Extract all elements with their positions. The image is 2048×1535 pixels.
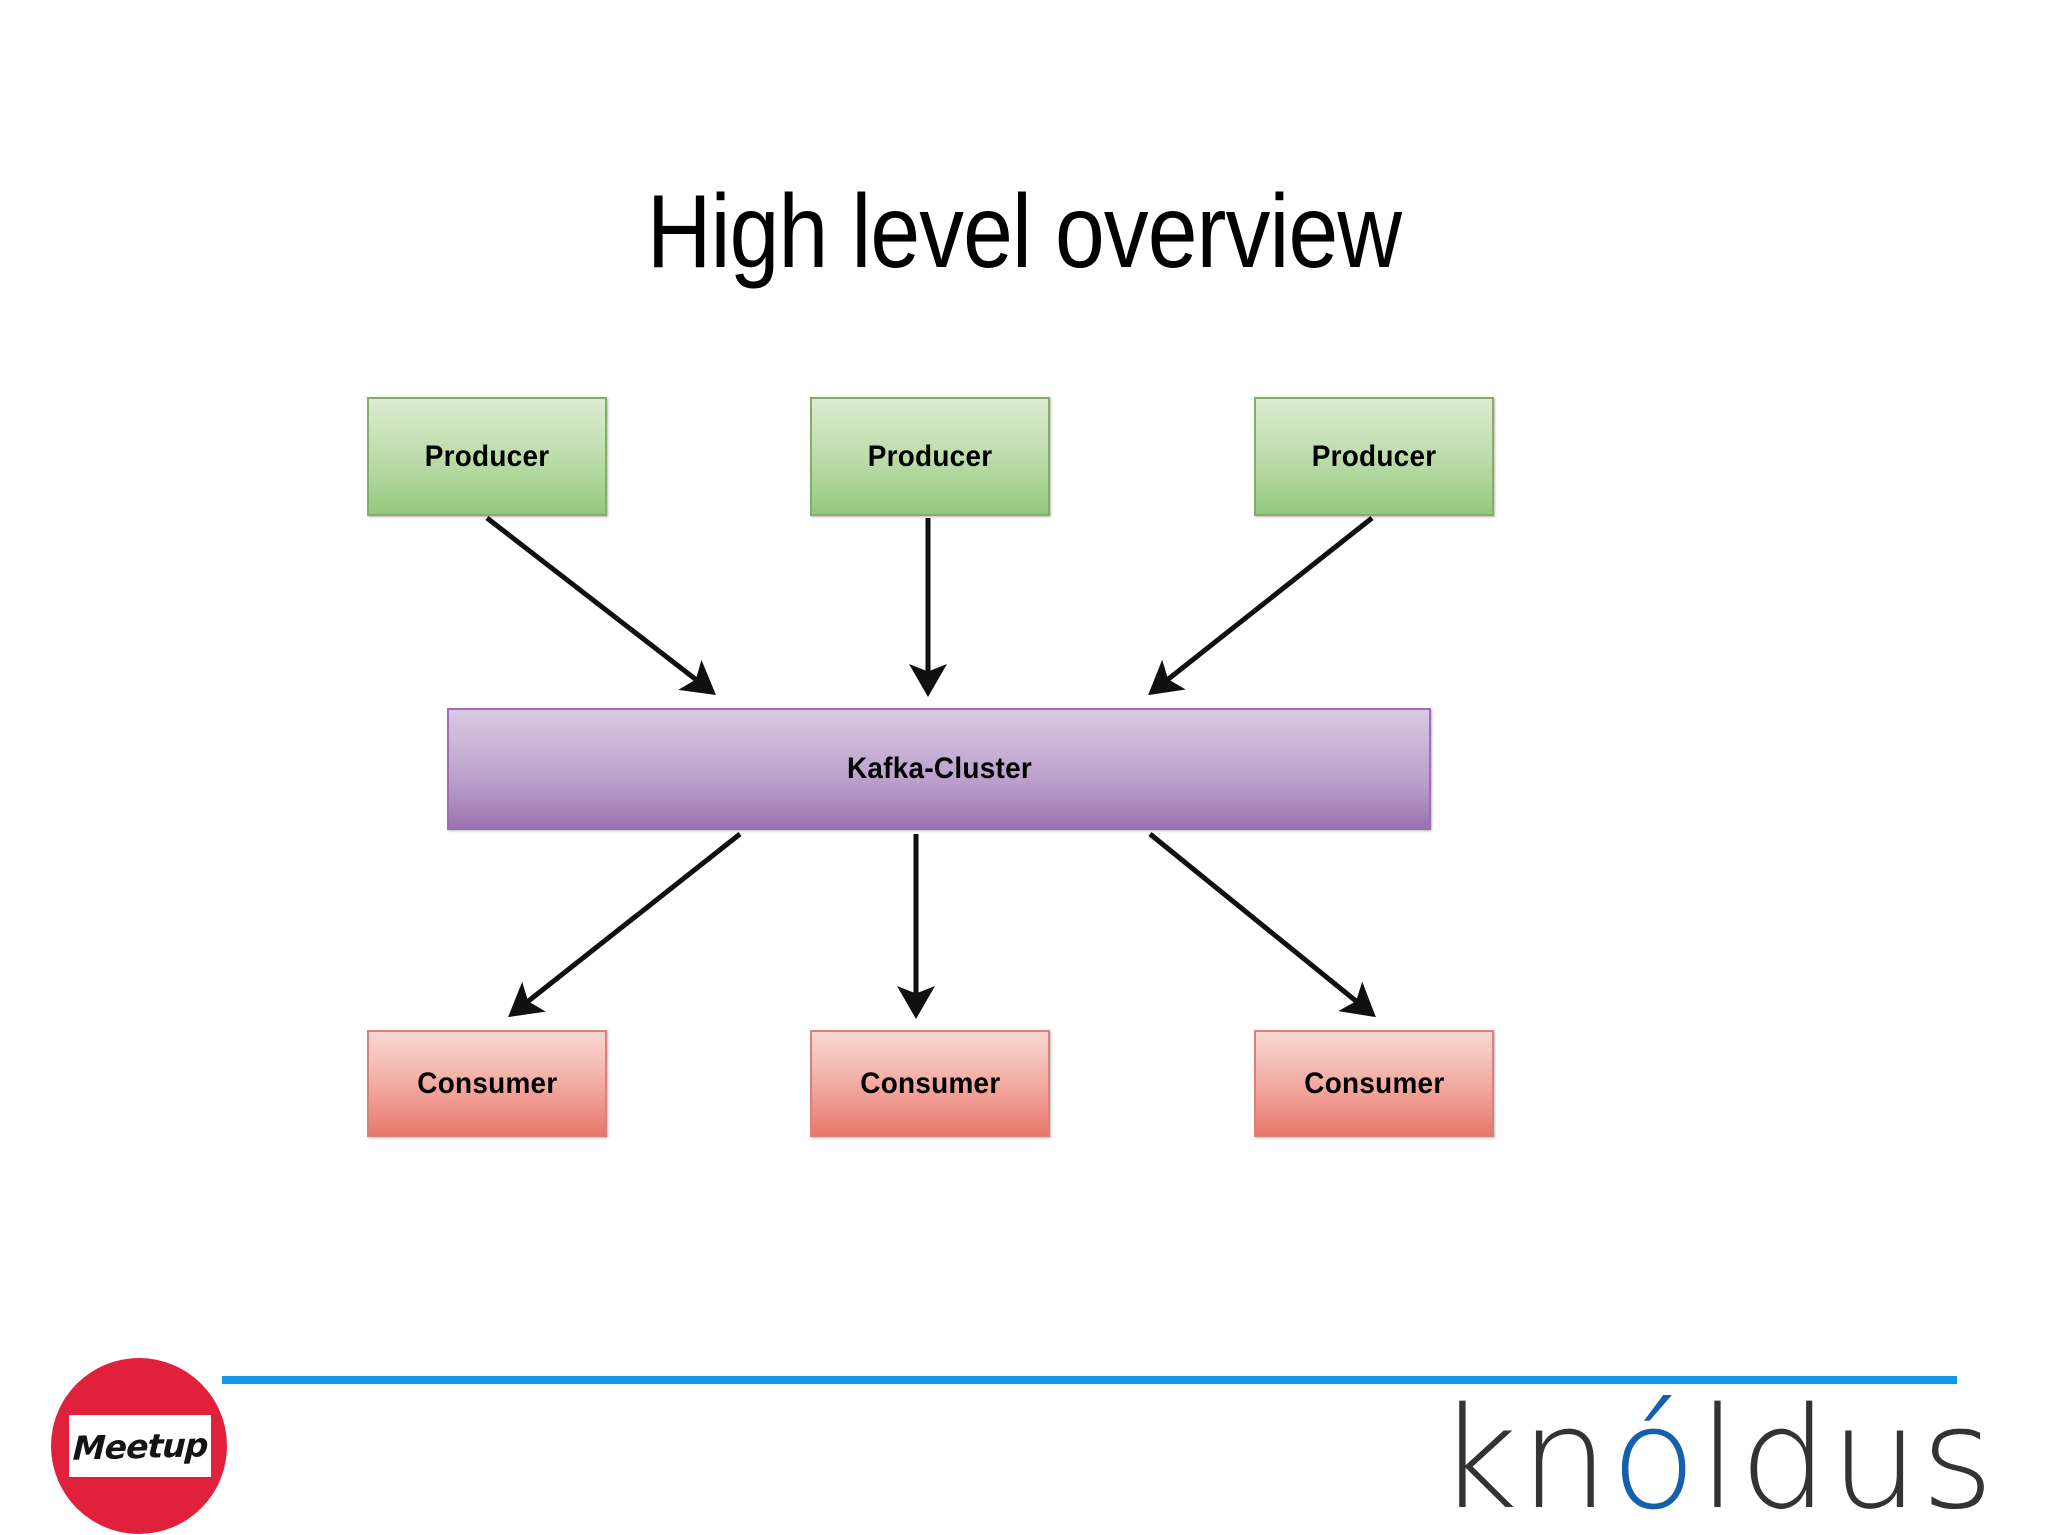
knoldus-logo: knóldus xyxy=(1437,1390,1994,1530)
node-consumer-3[interactable]: Consumer xyxy=(1254,1030,1494,1137)
arrow-producer3-to-cluster xyxy=(1148,516,1374,696)
knoldus-part-2: ldus xyxy=(1698,1378,1996,1535)
arrow-cluster-to-consumer3 xyxy=(1148,832,1376,1018)
footer-divider xyxy=(222,1376,1957,1384)
knoldus-part-1: kn xyxy=(1437,1378,1611,1535)
node-consumer-1-label: Consumer xyxy=(416,1066,558,1100)
arrow-producer1-to-cluster xyxy=(485,516,716,696)
node-consumer-1[interactable]: Consumer xyxy=(367,1030,607,1137)
node-consumer-2-label: Consumer xyxy=(859,1066,1001,1100)
node-producer-2-label: Producer xyxy=(867,439,993,473)
node-consumer-2[interactable]: Consumer xyxy=(810,1030,1050,1137)
arrow-cluster-to-consumer1 xyxy=(508,832,742,1018)
node-kafka-cluster-label: Kafka-Cluster xyxy=(846,752,1032,785)
meetup-plate: Meetup xyxy=(69,1415,211,1477)
meetup-wordmark: Meetup xyxy=(71,1424,209,1468)
knoldus-accent-letter: ó xyxy=(1610,1378,1699,1535)
meetup-logo: Meetup xyxy=(51,1358,227,1534)
kafka-flow-diagram: Producer Producer Producer Kafka-Cluster… xyxy=(367,397,1494,1137)
node-producer-1-label: Producer xyxy=(424,439,550,473)
node-producer-3[interactable]: Producer xyxy=(1254,397,1494,516)
node-kafka-cluster[interactable]: Kafka-Cluster xyxy=(447,708,1431,830)
page-title: High level overview xyxy=(646,173,1402,290)
node-consumer-3-label: Consumer xyxy=(1303,1066,1445,1100)
node-producer-3-label: Producer xyxy=(1311,439,1437,473)
node-producer-2[interactable]: Producer xyxy=(810,397,1050,516)
node-producer-1[interactable]: Producer xyxy=(367,397,607,516)
